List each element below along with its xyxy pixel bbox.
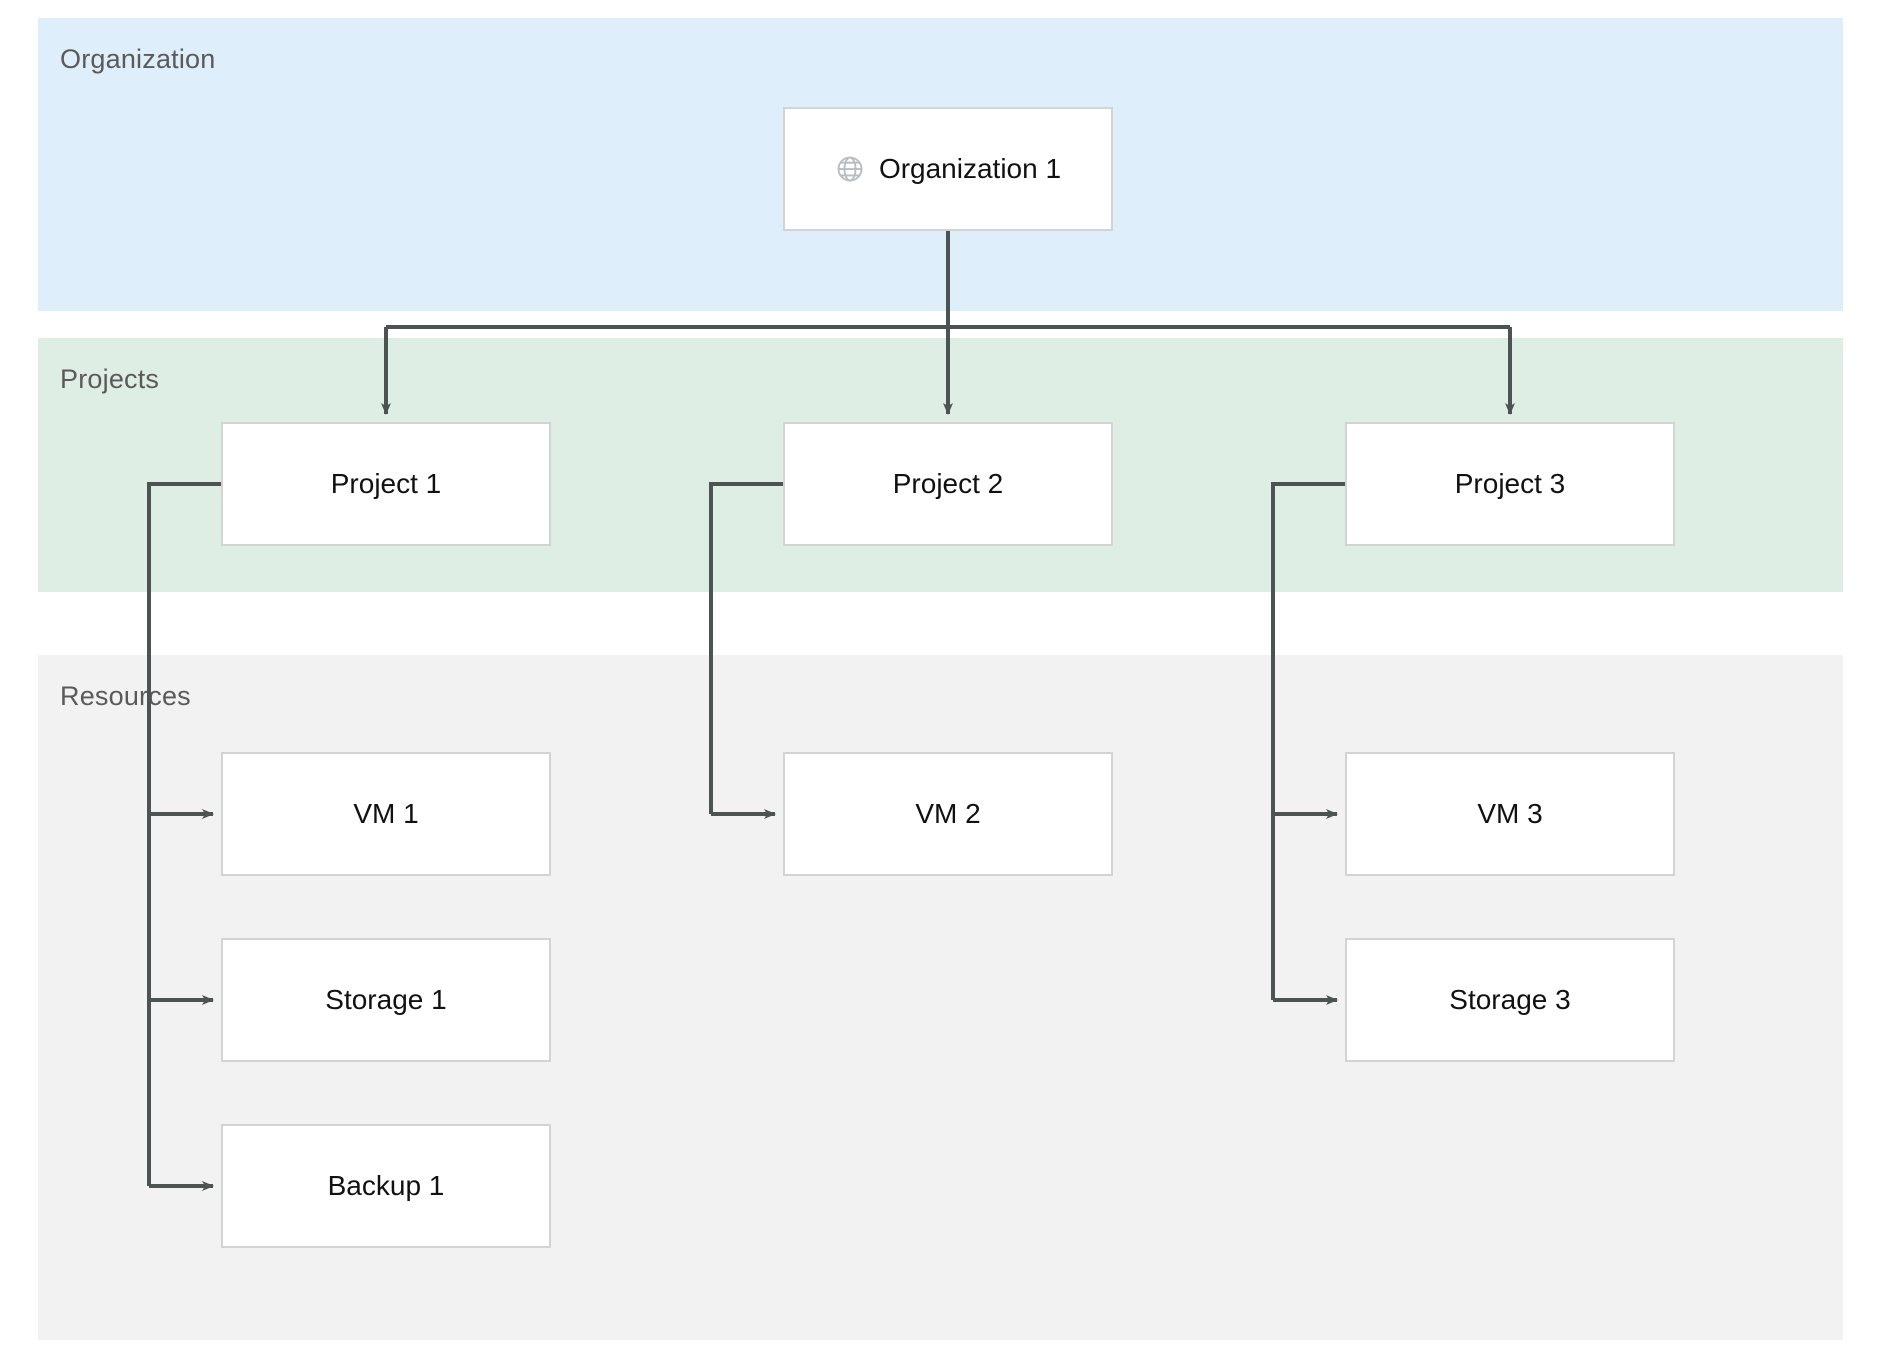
band-label-projects: Projects — [60, 364, 160, 394]
node-label-vm-3: VM 3 — [1477, 798, 1543, 829]
node-project-1[interactable]: Project 1 — [221, 422, 551, 546]
globe-icon — [837, 156, 863, 182]
node-label-storage-3: Storage 3 — [1449, 984, 1571, 1015]
node-storage-3[interactable]: Storage 3 — [1345, 938, 1675, 1062]
node-label-storage-1: Storage 1 — [325, 984, 447, 1015]
node-storage-1[interactable]: Storage 1 — [221, 938, 551, 1062]
node-organization-1[interactable]: Organization 1 — [783, 107, 1113, 231]
node-label-project-1: Project 1 — [330, 468, 442, 499]
node-project-3[interactable]: Project 3 — [1345, 422, 1675, 546]
node-backup-1[interactable]: Backup 1 — [221, 1124, 551, 1248]
node-vm-2[interactable]: VM 2 — [783, 752, 1113, 876]
node-label-organization-1: Organization 1 — [878, 153, 1062, 184]
node-label-project-3: Project 3 — [1454, 468, 1566, 499]
node-project-2[interactable]: Project 2 — [783, 422, 1113, 546]
node-label-project-2: Project 2 — [892, 468, 1004, 499]
band-label-resources: Resources — [60, 681, 191, 711]
node-vm-1[interactable]: VM 1 — [221, 752, 551, 876]
node-vm-3[interactable]: VM 3 — [1345, 752, 1675, 876]
node-label-backup-1: Backup 1 — [327, 1170, 445, 1201]
node-label-vm-1: VM 1 — [353, 798, 419, 829]
node-label-vm-2: VM 2 — [915, 798, 981, 829]
band-label-organization: Organization — [60, 44, 216, 74]
